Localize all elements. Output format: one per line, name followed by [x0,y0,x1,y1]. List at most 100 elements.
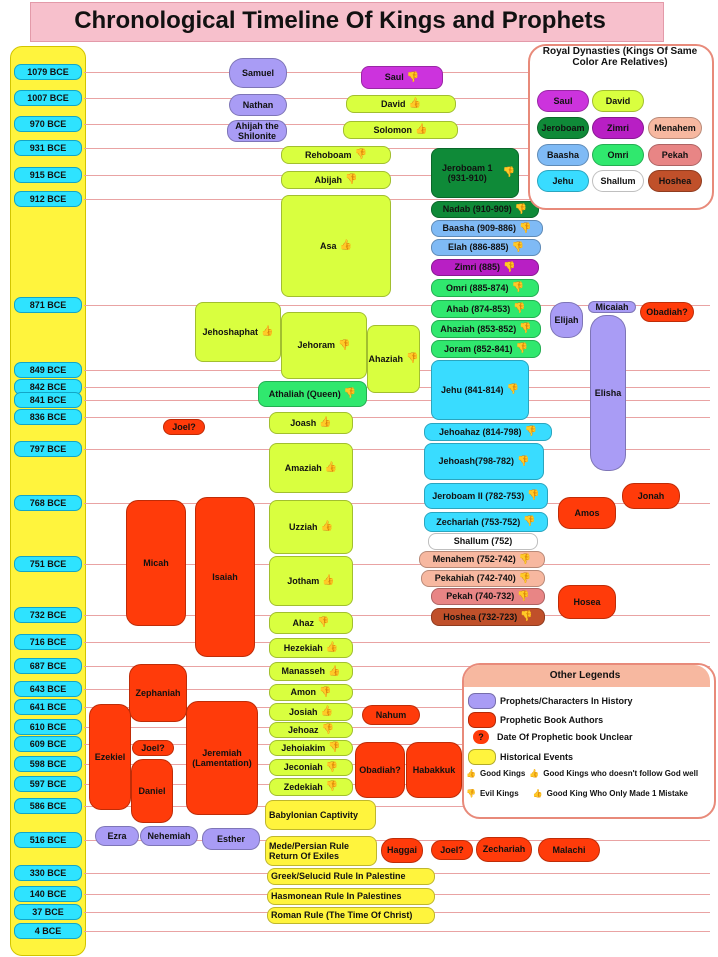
judah-king-18: Josiah👍 [269,703,353,721]
israel-king-7: Ahaziah (853-852)👎 [431,320,541,338]
page-title: Chronological Timeline Of Kings and Prop… [74,7,606,34]
thumbs-down-icon: 👎 [517,590,530,602]
israel-king-9: Jehu (841-814)👎 [431,360,529,420]
dynasty-swatch-4: Menahem [648,117,702,139]
historical-event-3: Hasmonean Rule In Palestines [267,888,435,905]
israel-king-3-label: Elah (886-885) [448,242,509,253]
historical-event-0: Babylonian Captivity [265,800,376,830]
judah-king-6: Jehoshaphat👍 [195,302,281,362]
year-label: 931 BCE [14,140,82,156]
author-jeremiah: Jeremiah (Lamentation) [186,701,258,815]
year-gridline [84,931,710,932]
israel-king-17-label: Pekah (740-732) [446,591,515,602]
year-label: 841 BCE [14,392,82,408]
israel-king-15-label: Menahem (752-742) [432,554,516,565]
year-label: 716 BCE [14,634,82,650]
dynasty-swatch-10: Hoshea [648,170,702,192]
historical-event-1: Mede/Persian Rule Return Of Exiles [265,836,377,866]
character-ezra-label: Ezra [107,830,127,841]
year-gridline [84,305,710,306]
israel-king-6: Ahab (874-853)👎 [431,300,541,318]
year-gridline [84,175,710,176]
thumbs-up-icon: 👍 [325,642,339,654]
thumbs-down-icon: 👎 [466,789,476,798]
year-label: 586 BCE [14,798,82,814]
legend-events: Historical Events [468,749,573,765]
year-gridline [84,666,710,667]
dynasty-swatch-5: Baasha [537,144,589,166]
judah-king-7: Jehoram👎 [281,312,367,379]
judah-king-12: Uzziah👍 [269,500,353,554]
year-label: 140 BCE [14,886,82,902]
year-label: 610 BCE [14,719,82,735]
judah-king-1-label: David [381,98,406,109]
judah-king-8: Ahaziah👎 [367,325,420,393]
judah-king-16-label: Manasseh [281,666,326,677]
judah-king-21-label: Jeconiah [283,762,323,773]
judah-king-20-label: Jehoiakim [281,742,326,753]
other-legends-title: Other Legends [549,670,621,681]
prophet-samuel-label: Samuel [241,67,274,78]
year-label: 751 BCE [14,556,82,572]
year-label: 871 BCE [14,297,82,313]
judah-king-13: Jotham👍 [269,556,353,606]
judah-king-4-label: Abijah [314,174,343,185]
judah-king-20: Jehoiakim👎 [269,740,353,756]
judah-king-5-label: Asa [320,240,337,251]
israel-king-8-label: Joram (852-841) [444,343,513,354]
author-haggai: Haggai [381,838,423,863]
dynasty-swatch-2: Jeroboam [537,117,589,139]
author-obadiah-q1-label: Obadiah? [646,306,688,317]
prophet-samuel: Samuel [229,58,287,88]
israel-king-3: Elah (886-885)👎 [431,239,541,256]
thumbs-up-icon: 👍 [320,521,333,533]
prophet-swatch [468,693,496,709]
israel-king-9-label: Jehu (841-814) [441,384,504,395]
year-gridline [84,806,710,807]
thumbs-down-icon: 👎 [520,611,533,623]
royal-dynasties-title: Royal Dynasties (Kings Of Same Color Are… [542,46,698,68]
year-label: 598 BCE [14,756,82,772]
author-nahum-label: Nahum [375,709,407,720]
year-label: 915 BCE [14,167,82,183]
dynasty-swatch-1: David [592,90,644,112]
author-habakkuk: Habakkuk [406,742,462,798]
judah-king-13-label: Jotham [287,575,320,586]
dynasty-swatch-8: Jehu [537,170,589,192]
author-amos-label: Amos [574,507,600,518]
judah-king-4: Abijah👎 [281,171,391,189]
author-obadiah-q2-label: Obadiah? [359,764,401,775]
thumbs-down-icon: 👎 [518,553,532,565]
author-habakkuk-label: Habakkuk [412,764,456,775]
prophet-elisha-label: Elisha [594,387,622,398]
king-saul-label: Saul [384,72,404,83]
legend-one-mistake: Good King Who Only Made 1 Mistake [546,789,688,798]
judah-king-17-label: Amon [290,687,317,698]
historical-event-2-label: Greek/Selucid Rule In Palestine [271,871,406,882]
israel-king-12-label: Jeroboam II (782-753) [432,490,525,501]
thumbs-down-icon: 👎 [319,686,332,698]
historical-event-3-label: Hasmonean Rule In Palestines [271,891,402,902]
israel-king-5-label: Omri (885-874) [446,282,509,293]
israel-king-5: Omri (885-874)👎 [431,279,539,297]
author-zephaniah: Zephaniah [129,664,187,722]
historical-event-4: Roman Rule (The Time Of Christ) [267,907,435,924]
israel-king-10: Jehoahaz (814-798)👎 [424,423,552,441]
author-haggai-label: Haggai [386,845,417,856]
prophet-nathan-label: Nathan [242,99,274,110]
year-label: 516 BCE [14,832,82,848]
judah-king-5: Asa👍 [281,195,391,297]
prophet-ahijah: Ahijah the Shilonite [227,120,287,142]
author-obadiah-q1: Obadiah? [640,302,694,322]
legend-prophets: Prophets/Characters In History [468,693,633,709]
author-nahum: Nahum [362,705,420,725]
thumbs-down-icon: 👎 [502,167,515,179]
israel-king-2: Baasha (909-886)👎 [431,220,543,237]
thumbs-up-icon: 👍 [408,98,421,110]
judah-king-14: Ahaz👎 [269,612,353,634]
israel-king-1-label: Nadab (910-909) [442,204,512,215]
israel-king-8: Joram (852-841)👎 [431,340,541,358]
judah-king-19-label: Jehoaz [288,724,319,735]
author-amos: Amos [558,497,616,529]
judah-king-2: Solomon👍 [343,121,458,139]
